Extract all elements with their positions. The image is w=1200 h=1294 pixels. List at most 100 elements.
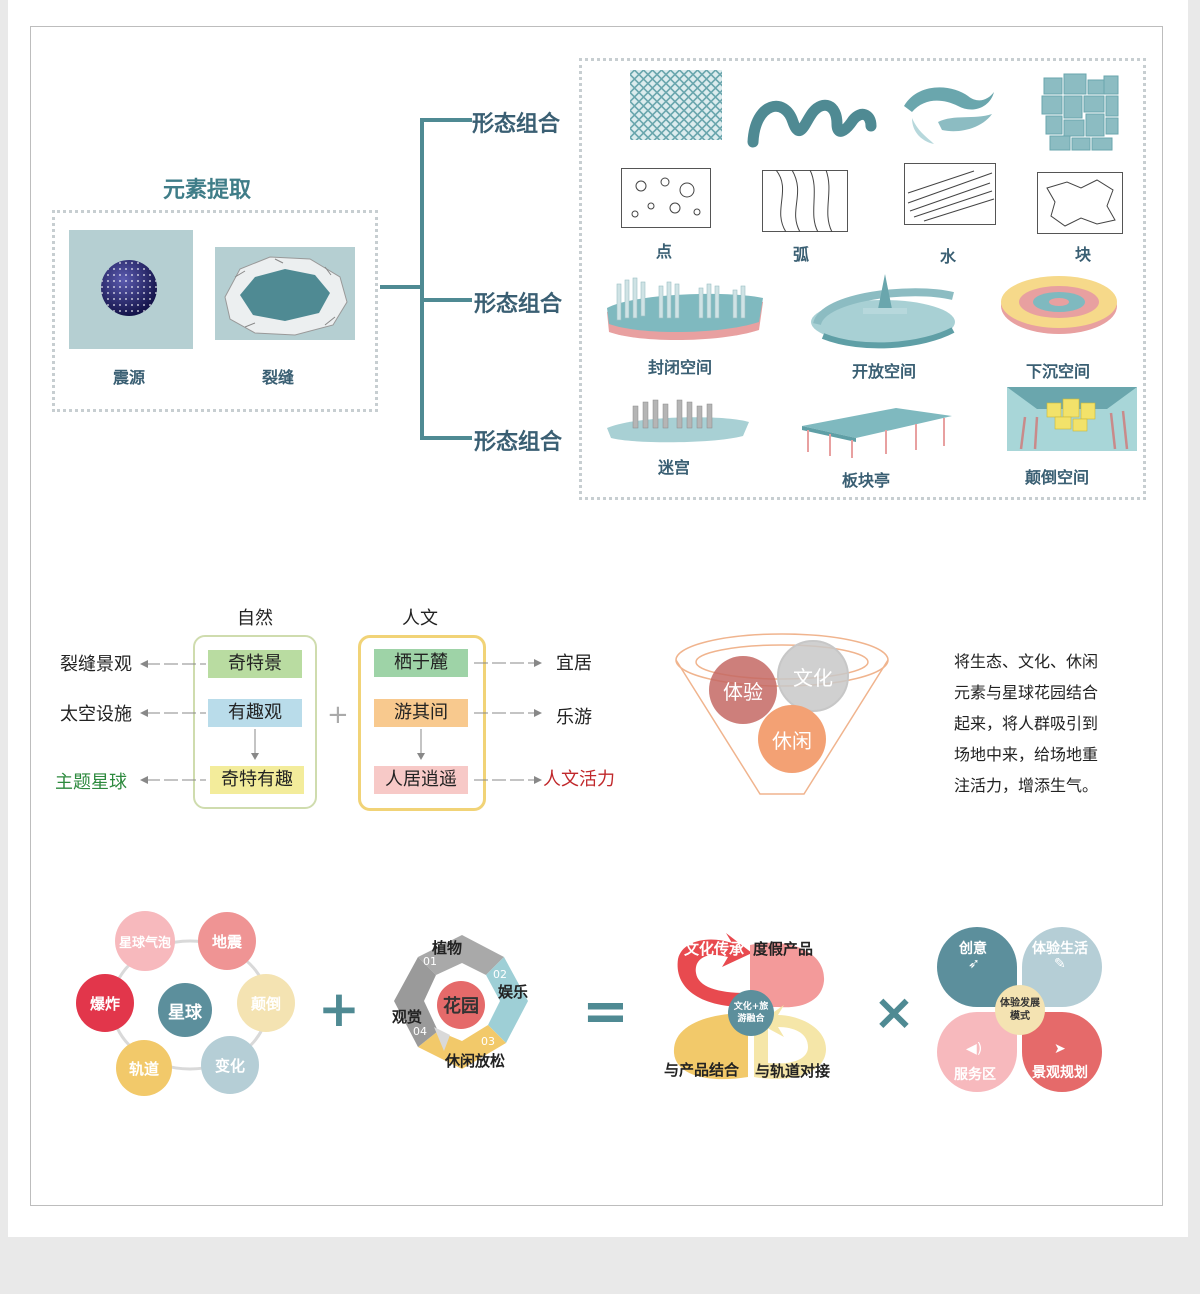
plus-operator: +: [318, 980, 360, 1038]
row1-label-dot: 点: [656, 242, 673, 261]
description-line-4: 场地中来，给场地重: [954, 745, 1099, 764]
tree-branch-1: [420, 118, 472, 122]
description-line-2: 元素与星球花园结合: [954, 683, 1099, 702]
tree-branch-3: [420, 436, 472, 440]
inverted-space-model: [1007, 387, 1137, 451]
right-output-livable: 宜居: [556, 653, 592, 674]
row3-label-maze: 迷宫: [658, 458, 691, 477]
funnel-circle-leisure: 休闲: [758, 705, 826, 773]
panel-pavilion-model: [802, 408, 952, 458]
result-label-product: 与产品结合: [664, 1061, 740, 1079]
nature-item-wondrous-scenery: 奇特景: [208, 650, 302, 678]
funnel-circle-experience: 体验: [709, 656, 777, 724]
sunken-space-model: [1001, 276, 1117, 334]
garden-label-viewing: 观赏: [392, 1008, 423, 1026]
plus-sign-small: +: [327, 700, 349, 730]
nature-title: 自然: [237, 608, 273, 629]
source-label-epicenter: 震源: [113, 368, 146, 387]
times-operator: ×: [873, 983, 915, 1041]
garden-num-03: 03: [481, 1035, 495, 1048]
row1-label-water: 水: [940, 247, 957, 266]
block-shape-icon: [1041, 73, 1119, 151]
crack-image: [215, 247, 355, 340]
planet-item-earthquake: 地震: [198, 912, 256, 970]
source-label-crack: 裂缝: [262, 368, 295, 387]
planet-center: 星球: [158, 983, 212, 1037]
funnel-circle-culture: 文化: [777, 640, 849, 712]
left-arrow-3: [140, 776, 206, 784]
arc-shape-icon: [747, 99, 877, 148]
culture-title: 人文: [402, 608, 438, 629]
form-combination-box: [579, 58, 1146, 500]
maze-model: [607, 399, 749, 443]
description-line-1: 将生态、文化、休闲: [954, 652, 1099, 671]
right-arrow-2: [474, 709, 542, 717]
row2-label-sunken: 下沉空间: [1026, 362, 1091, 381]
mode-label-creativity: 创意: [959, 941, 987, 957]
left-arrow-2: [140, 709, 206, 717]
nature-item-interesting-view: 有趣观: [208, 699, 302, 727]
row2-label-enclosed: 封闭空间: [648, 358, 713, 377]
row2-label-open: 开放空间: [852, 362, 917, 381]
culture-box: [358, 635, 486, 811]
paper-plane-icon: ➤: [1054, 1041, 1066, 1057]
garden-cycle-graphic: [394, 935, 528, 1069]
tree-stem: [380, 285, 422, 289]
branch-label-3: 形态组合: [474, 430, 563, 455]
garden-num-02: 02: [493, 968, 507, 981]
mode-label-service: 服务区: [954, 1067, 996, 1083]
nature-item-wondrous-fun: 奇特有趣: [210, 766, 304, 794]
culture-item-travel: 游其间: [374, 699, 468, 727]
water-shape-icon: [904, 87, 994, 144]
epicenter-image: [69, 230, 193, 349]
arc-plan-drawing: [762, 170, 848, 232]
result-cycle-graphic: [673, 933, 826, 1080]
mode-label-life: 体验生活: [1032, 941, 1088, 957]
row3-label-inverted: 颠倒空间: [1025, 468, 1090, 487]
element-extraction-box: [52, 210, 378, 412]
mode-center-text: 体验发展模式: [1000, 998, 1040, 1022]
planet-item-inversion: 颠倒: [237, 974, 295, 1032]
tree-branch-2: [420, 298, 472, 302]
garden-label-plants: 植物: [432, 939, 463, 957]
description-line-5: 注活力，增添生气。: [954, 776, 1099, 795]
element-extraction-title: 元素提取: [163, 178, 252, 203]
right-output-cultural-vitality: 人文活力: [543, 769, 615, 790]
nature-box: [193, 635, 317, 809]
water-plan-drawing: [904, 163, 996, 225]
result-label-heritage: 文化传承: [684, 940, 745, 958]
result-center-text: 文化+旅游融合: [733, 1002, 769, 1024]
culture-down-arrow: [417, 729, 425, 760]
result-label-orbit: 与轨道对接: [755, 1062, 831, 1080]
right-arrow-1: [474, 659, 542, 667]
culture-item-dwell: 栖于麓: [374, 649, 468, 677]
culture-item-leisure-life: 人居逍遥: [374, 766, 468, 794]
result-label-holiday: 度假产品: [753, 940, 814, 958]
open-space-model: [811, 274, 955, 349]
left-output-theme-planet: 主题星球: [55, 772, 127, 793]
left-arrow-1: [140, 660, 206, 668]
right-output-fun-travel: 乐游: [556, 707, 592, 728]
left-output-crack-landscape: 裂缝景观: [60, 654, 132, 675]
block-plan-drawing: [1037, 172, 1123, 234]
dot-plan-drawing: [621, 168, 711, 228]
equals-operator: =: [582, 979, 629, 1044]
garden-label-relax: 休闲放松: [445, 1052, 506, 1070]
planet-item-bubble: 星球气泡: [115, 911, 175, 971]
row1-label-block: 块: [1075, 245, 1092, 264]
result-center: 文化+旅游融合: [728, 990, 774, 1036]
left-output-space-facility: 太空设施: [60, 704, 132, 725]
tree-trunk: [420, 118, 424, 440]
description-line-3: 起来，将人群吸引到: [954, 714, 1099, 733]
mode-center: 体验发展模式: [995, 985, 1045, 1035]
planet-item-change: 变化: [201, 1036, 259, 1094]
enclosed-space-model: [607, 277, 763, 341]
garden-center: 花园: [437, 981, 485, 1029]
right-arrow-3: [474, 776, 542, 784]
mode-label-landscape: 景观规划: [1032, 1065, 1088, 1081]
planet-item-explosion: 爆炸: [76, 974, 134, 1032]
description-text: 将生态、文化、休闲 元素与星球花园结合 起来，将人群吸引到 场地中来，给场地重 …: [954, 646, 1098, 801]
branch-label-2: 形态组合: [474, 292, 563, 317]
sphere-graphic: [101, 260, 157, 316]
garden-num-01: 01: [423, 955, 437, 968]
